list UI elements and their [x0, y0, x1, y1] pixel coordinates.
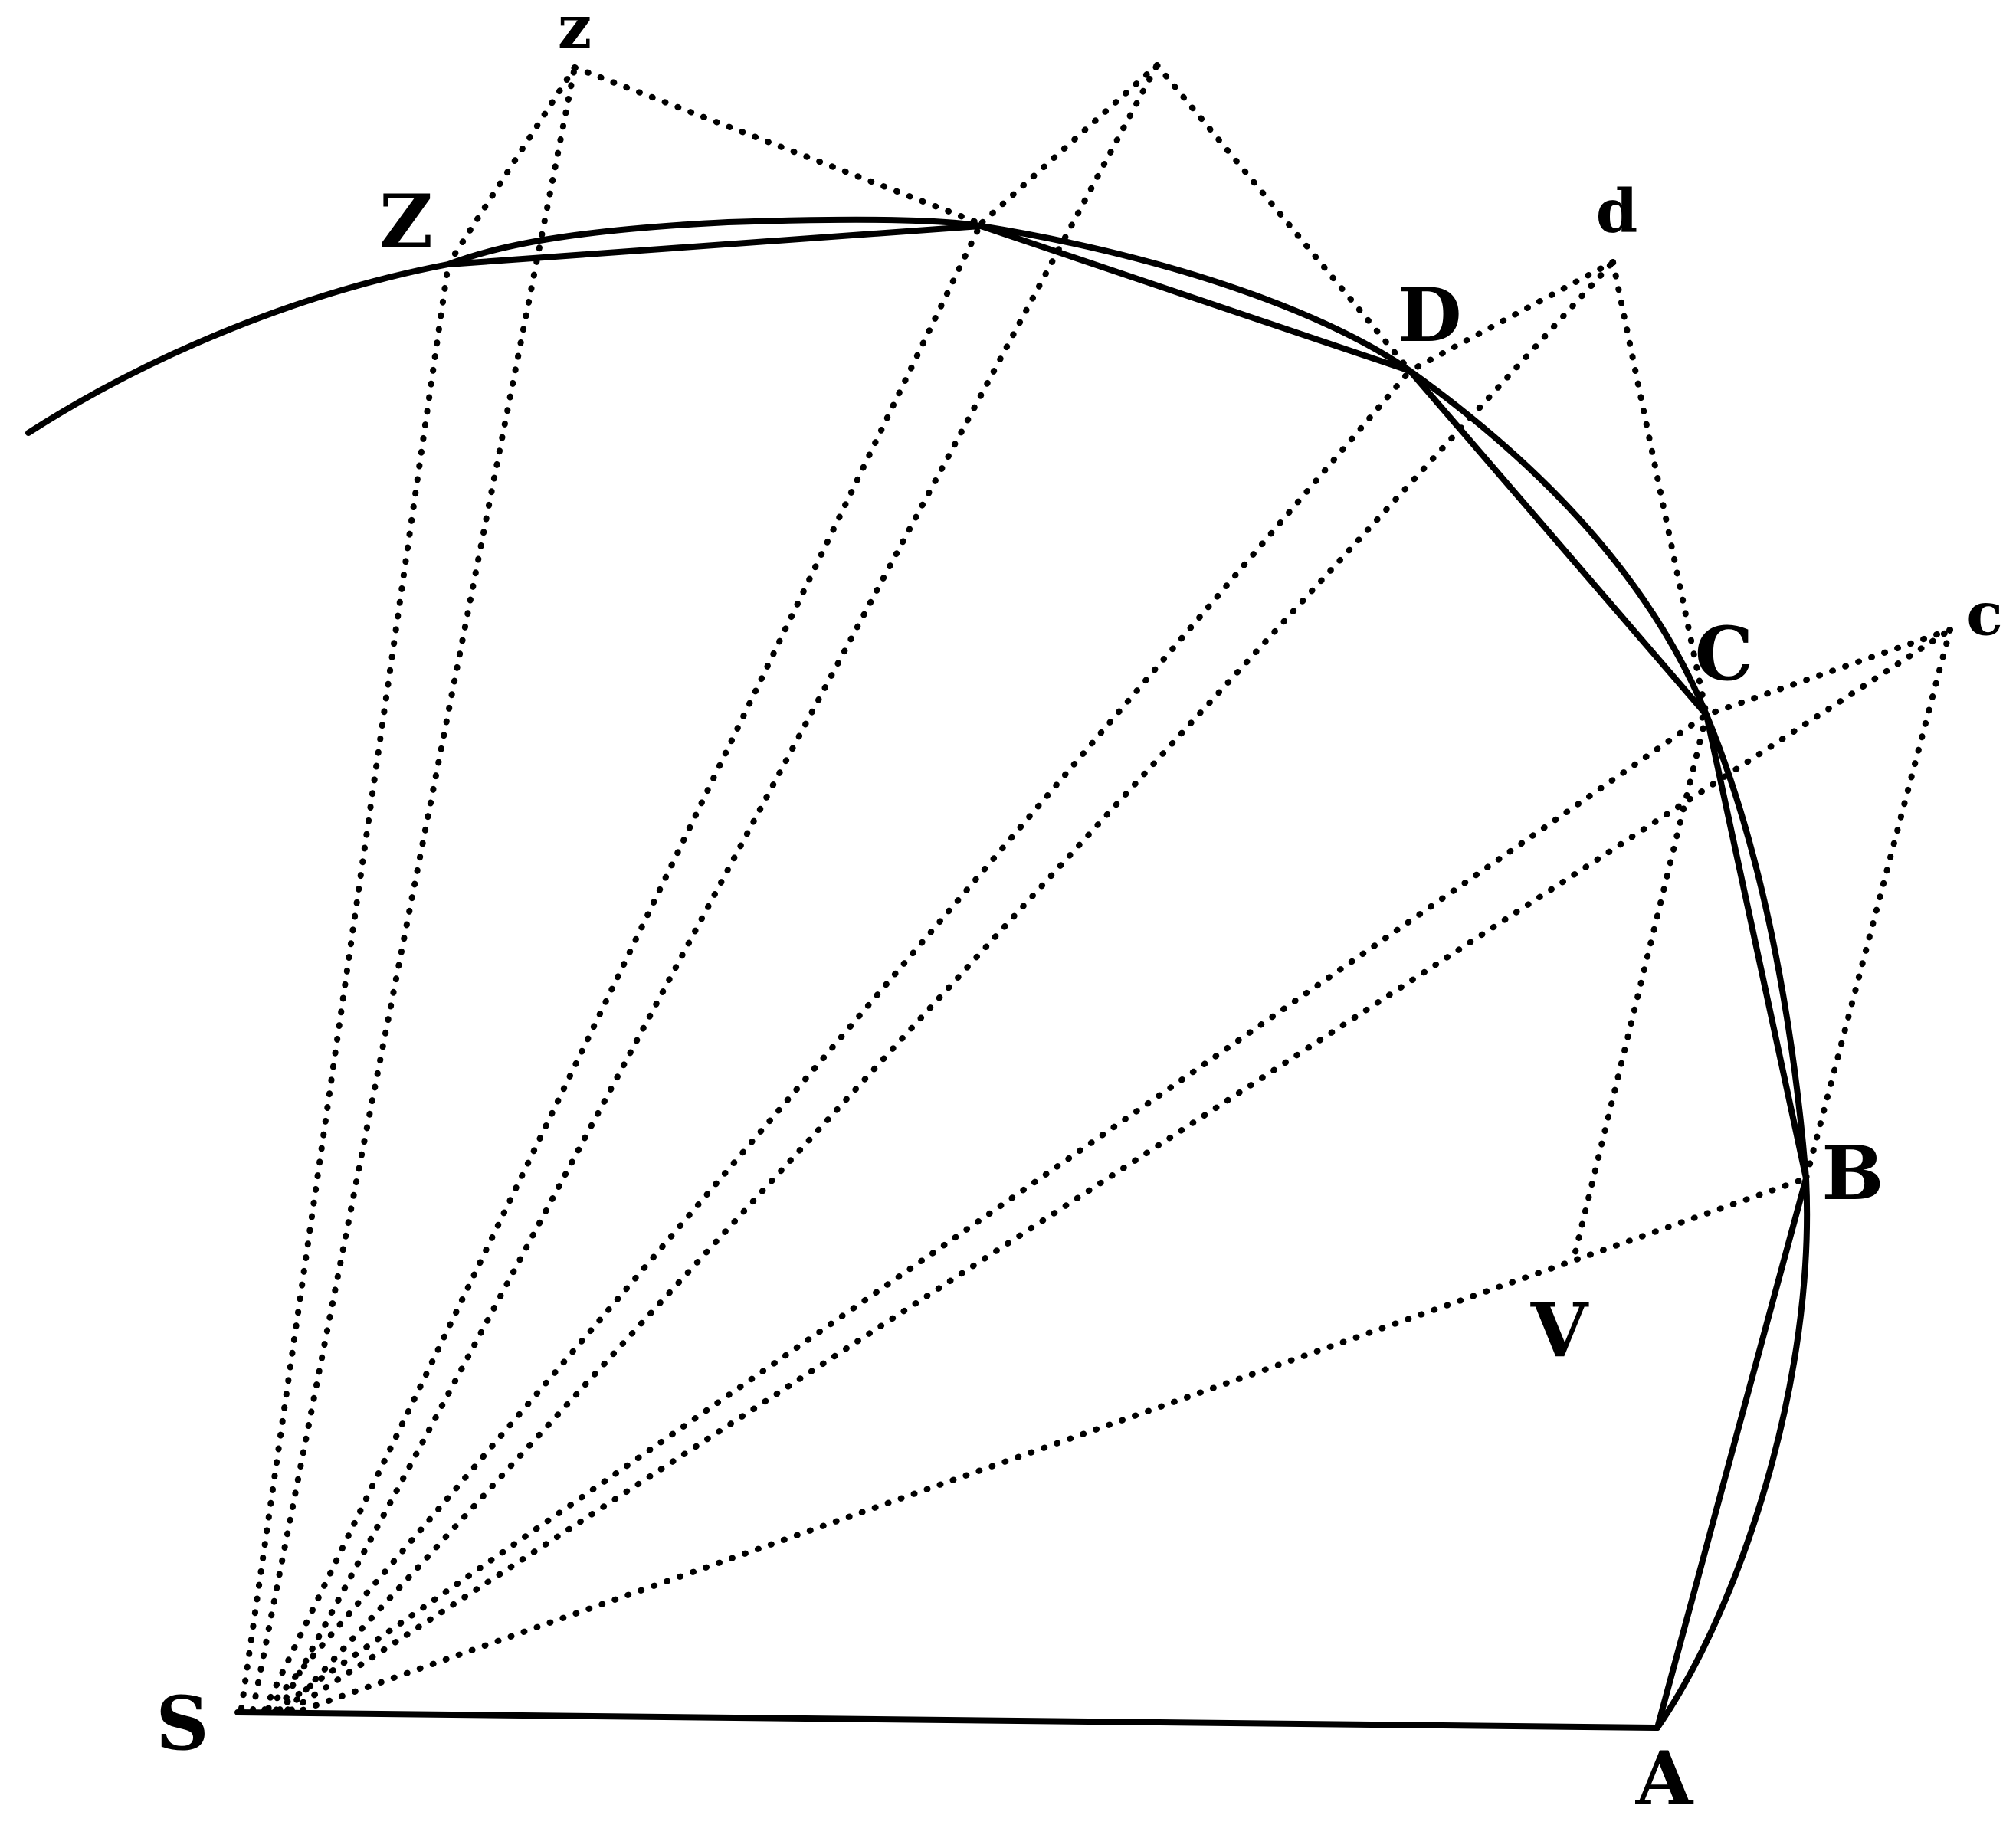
line-d-D [1407, 259, 1616, 374]
label-d: d [1596, 177, 1638, 247]
radius-S-apex [277, 62, 1160, 1713]
radius-S-Z [238, 261, 451, 1712]
label-A: A [1635, 1735, 1694, 1822]
chord-B-A [1654, 1175, 1809, 1731]
chord-D-C [1407, 368, 1710, 718]
line-z-Z [445, 64, 578, 267]
radius-S-D [265, 368, 1413, 1712]
radius-S-C [273, 712, 1710, 1713]
line-apex-D [1154, 62, 1413, 374]
dotted-lines [238, 62, 1953, 1713]
label-V: V [1530, 1287, 1589, 1374]
radius-S-c [288, 627, 1953, 1713]
label-D: D [1398, 272, 1461, 359]
chord-C-B [1703, 712, 1809, 1181]
line-z-T [572, 64, 984, 227]
line-d-C [1610, 259, 1710, 718]
line-c-C [1703, 627, 1953, 718]
baseline-S-A [234, 1709, 1660, 1731]
chord-Z-T [445, 223, 984, 267]
label-z: z [558, 0, 592, 63]
solid-lines [25, 216, 1811, 1731]
radius-S-B [300, 1175, 1809, 1713]
radius-S-z [250, 64, 578, 1713]
label-Z: Z [379, 179, 433, 265]
orbit-curve [25, 216, 1811, 1731]
label-S: S [156, 1680, 208, 1767]
label-B: B [1821, 1130, 1883, 1217]
radius-S-d [284, 259, 1616, 1713]
line-c-B [1803, 627, 1953, 1181]
label-c: c [1966, 580, 2003, 650]
chord-T-D [978, 223, 1413, 374]
point-labels: S A B C D Z V z d c [156, 0, 2002, 1822]
radius-S-T [261, 221, 984, 1713]
line-apex-T [978, 62, 1160, 227]
label-C: C [1695, 611, 1753, 697]
line-C-V [1572, 712, 1710, 1258]
